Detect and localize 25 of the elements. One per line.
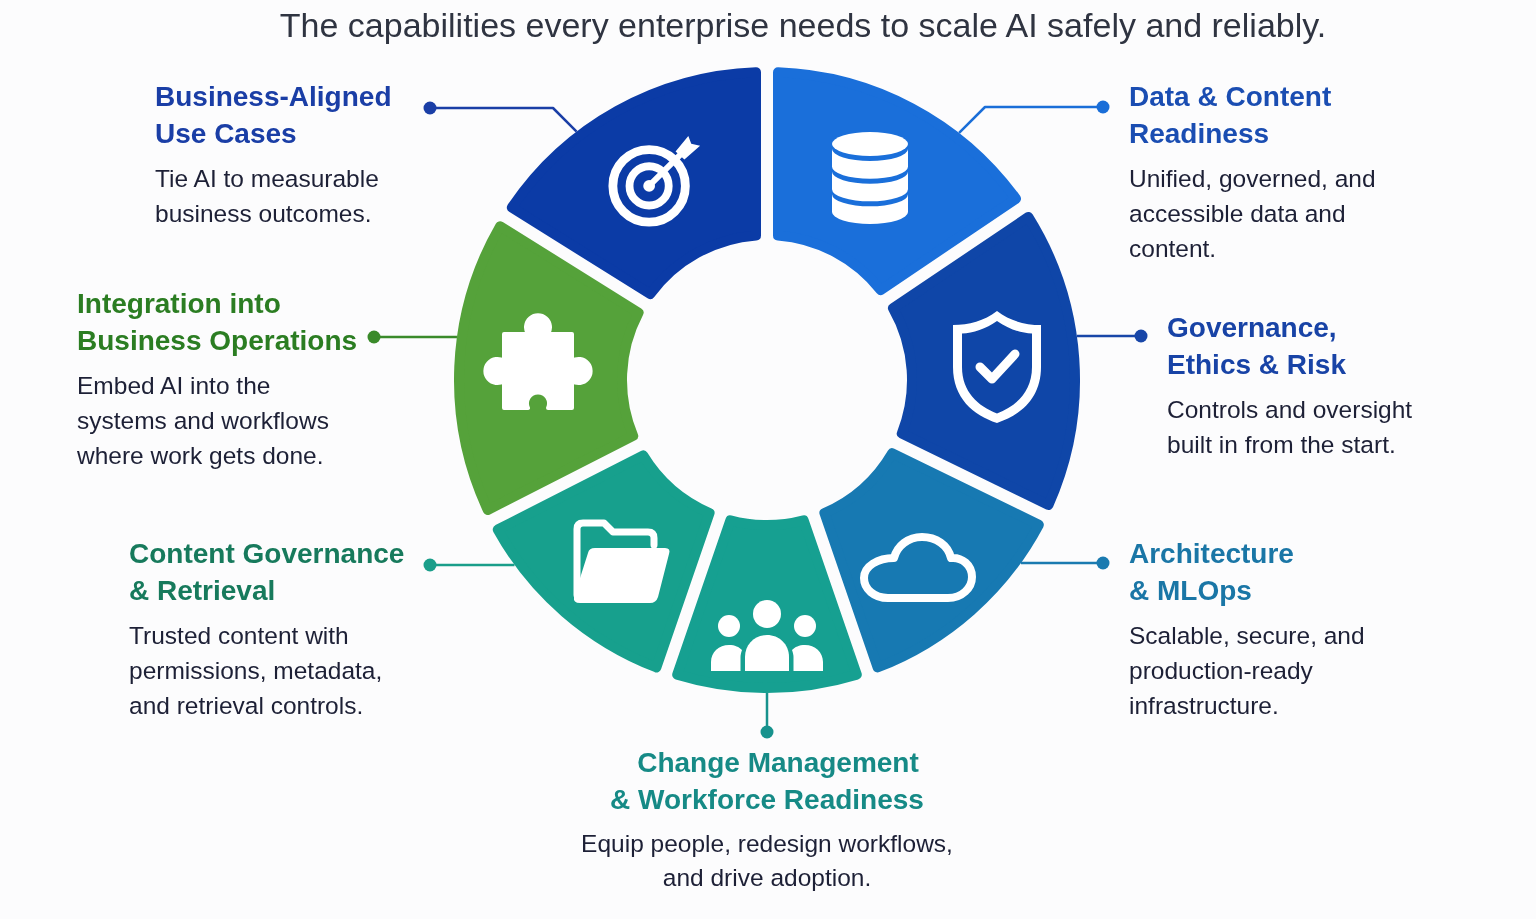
capability-title: Change Management & Workforce Readiness bbox=[609, 746, 925, 817]
capability-description: Embed AI into the systems and workflows where work gets done. bbox=[77, 371, 330, 471]
leader-line bbox=[423, 558, 515, 572]
capability-title: Architecture & MLOps bbox=[1129, 537, 1295, 608]
capability-title: Data & Content Readiness bbox=[1129, 80, 1333, 151]
ring-segment bbox=[819, 448, 1044, 673]
capability-description: Tie AI to measurable business outcomes. bbox=[155, 164, 380, 229]
capability-description: Scalable, secure, and production-ready infrastructure. bbox=[1129, 621, 1366, 721]
capability-title: Content Governance & Retrieval bbox=[129, 537, 406, 608]
leader-line bbox=[1020, 556, 1110, 570]
capability-description: Controls and oversight built in from the start. bbox=[1167, 395, 1414, 460]
ring-segment bbox=[506, 67, 762, 300]
capability-title: Governance, Ethics & Risk bbox=[1167, 311, 1347, 382]
title: The capabilities every enterprise needs to scale AI safely and reliably. bbox=[279, 5, 1327, 45]
capability-description: Equip people, redesign workflows, and drive adoption. bbox=[580, 829, 954, 893]
leader-line bbox=[958, 100, 1110, 134]
leader-line bbox=[367, 330, 457, 344]
leader-line bbox=[1076, 329, 1148, 343]
capability-title: Business-Aligned Use Cases bbox=[155, 80, 393, 151]
capability-title: Integration into Business Operations bbox=[77, 287, 359, 358]
ring-segment bbox=[888, 211, 1080, 511]
leader-line bbox=[760, 693, 774, 739]
capability-description: Trusted content with permissions, metadata, and retrieval controls. bbox=[129, 621, 384, 721]
leader-line bbox=[423, 101, 578, 133]
capability-description: Unified, governed, and accessible data and content. bbox=[1129, 164, 1377, 264]
